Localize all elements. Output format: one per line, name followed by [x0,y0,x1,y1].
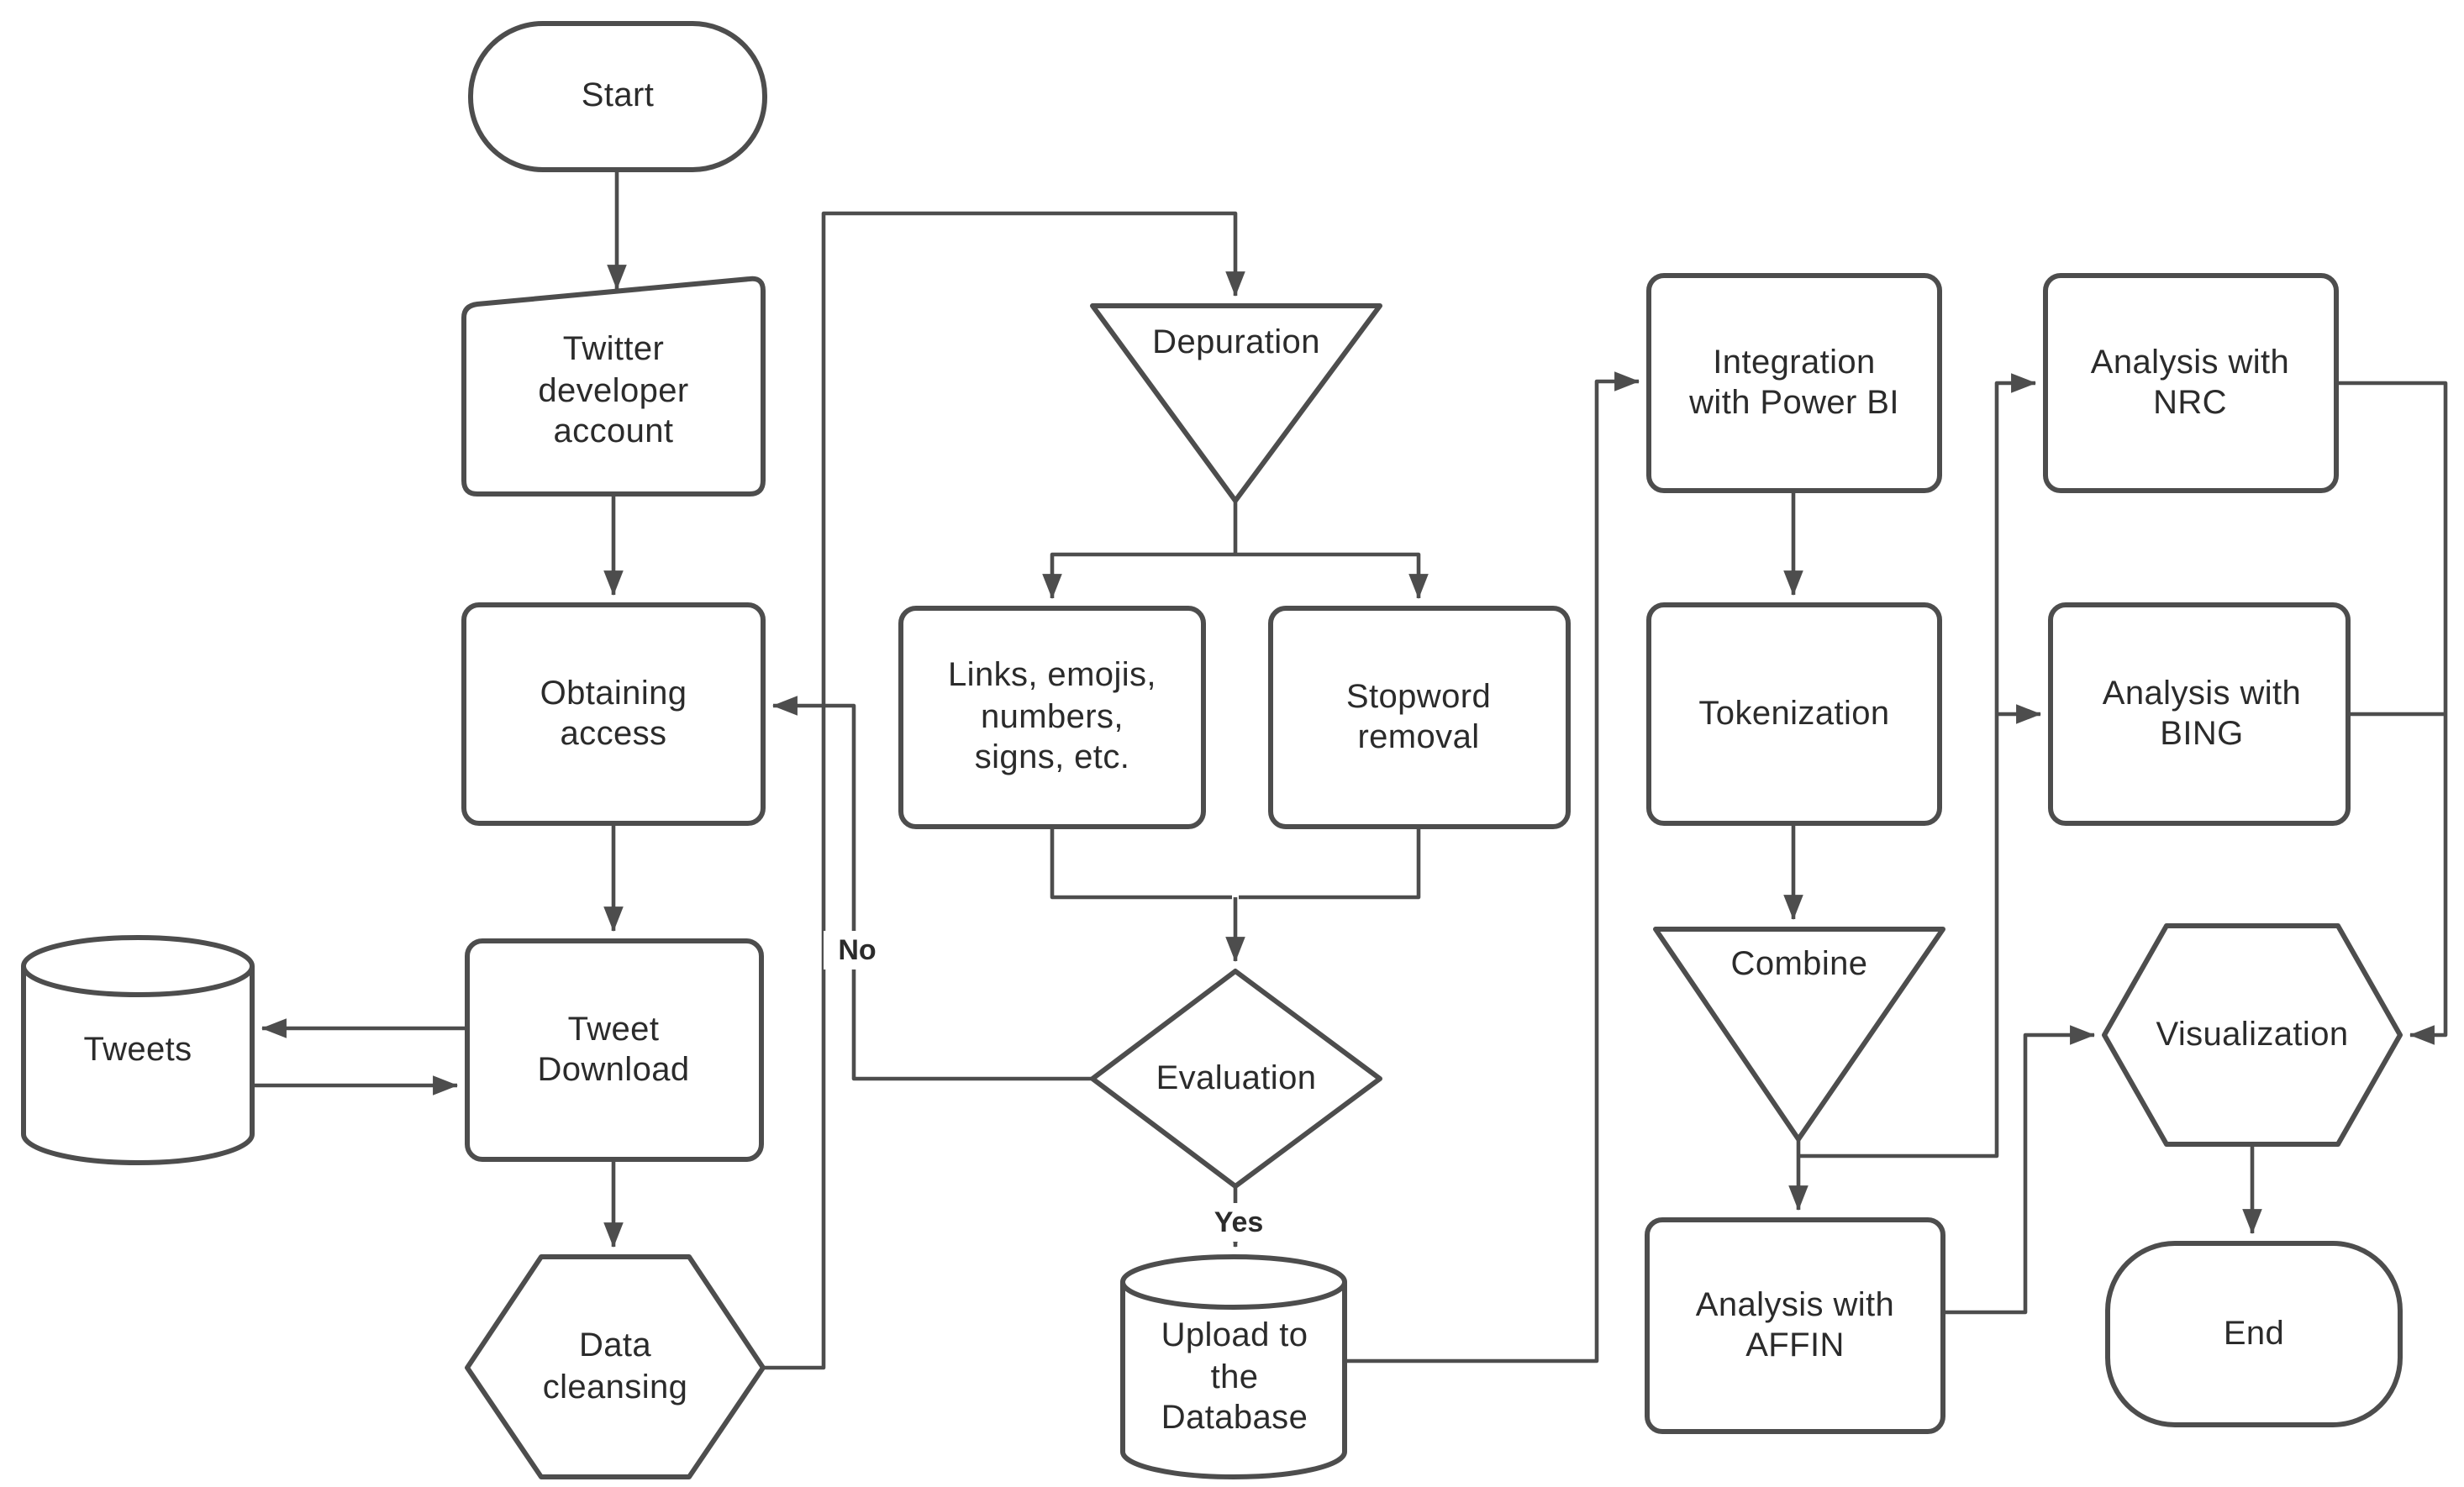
node-integration-bi-shape [1646,273,1942,493]
edge-depuration-to-stopword [1235,552,1429,600]
edges [252,170,2448,1370]
node-depuration-shape [1090,303,1382,503]
edge-links-merge [1050,827,1232,900]
node-end-label: End [2223,1315,2285,1353]
edge-label-yes: Yes [1198,1203,1279,1242]
edge-cleansing-to-depuration [763,211,1245,1370]
node-twitter-account-label: Twitter developer account [538,331,689,451]
edge-affin-to-visualization [1943,1025,2096,1315]
edge-depuration-to-links [1042,552,1235,600]
node-stopword-removal-shape [1268,606,1571,829]
node-stopword-removal-label: Stopword removal [1345,678,1492,756]
node-upload-db-shape [1120,1254,1347,1479]
node-tweets-db-label: Tweets [83,1031,192,1069]
node-obtaining-access-shape [461,602,766,826]
node-data-cleansing-label: Data cleansing [542,1327,688,1406]
node-visualization-shape [2102,923,2403,1147]
node-tokenization-shape [1646,602,1942,826]
node-links-removal-label: Links, emojis, numbers, signs, etc. [948,657,1156,777]
node-end-shape [2105,1241,2403,1427]
node-integration-bi-label: Integration with Power BI [1689,344,1899,422]
edge-nrc-to-visualization [2336,381,2448,1045]
edge-upload-to-integration [1345,371,1640,1364]
node-analysis-bing-shape [2048,602,2351,826]
node-upload-db-label: Upload to the Database [1161,1317,1308,1437]
edge-label-no: No [824,931,891,969]
node-analysis-affin-shape [1645,1217,1945,1434]
node-tokenization-label: Tokenization [1698,695,1890,733]
node-combine-label: Combine [1730,946,1868,983]
node-analysis-bing-label: Analysis with BING [2102,675,2302,753]
node-combine-shape [1653,927,1945,1142]
node-start-label: Start [581,77,655,115]
node-analysis-affin-label: Analysis with AFFIN [1695,1286,1895,1364]
node-tweet-download-shape [465,938,764,1162]
node-evaluation-shape [1090,969,1382,1189]
node-analysis-nrc-label: Analysis with NRC [2090,344,2290,422]
node-analysis-nrc-shape [2043,273,2339,493]
edge-combine-to-nrc [1800,373,2037,1159]
node-links-removal-shape [898,606,1206,829]
node-tweet-download-label: Tweet Download [537,1011,690,1089]
node-depuration-label: Depuration [1152,324,1320,361]
edge-evaluation-no-to-obtaining [771,696,1092,1081]
node-evaluation-label: Evaluation [1156,1059,1317,1097]
node-shapes [21,21,2403,1479]
node-twitter-account-shape [461,276,766,497]
edge-stopword-merge [1239,827,1421,900]
node-data-cleansing-shape [465,1254,766,1479]
node-visualization-label: Visualization [2156,1016,2349,1054]
node-obtaining-access-label: Obtaining access [540,675,687,753]
node-tweets-db-shape [21,935,255,1165]
node-start-shape [468,21,767,172]
